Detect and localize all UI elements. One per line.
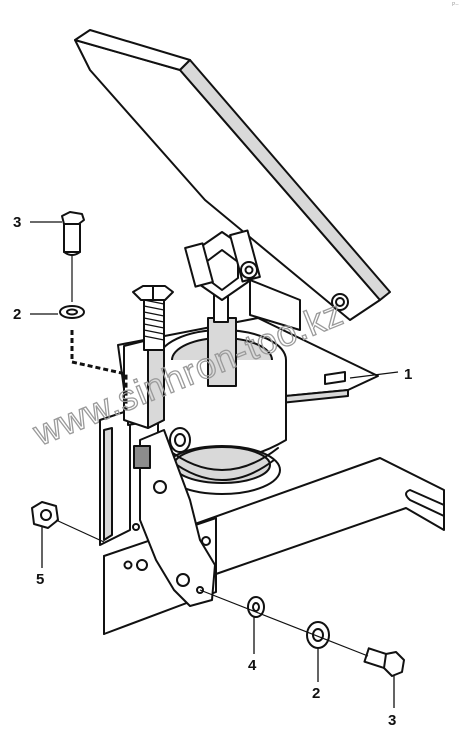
- axis-line-nut: [55, 519, 105, 543]
- callout-3-lower: 3: [388, 712, 396, 729]
- bolt-upper: [61, 211, 85, 256]
- pushrod: [184, 229, 261, 387]
- axis-line-lower: [199, 589, 369, 657]
- page-tag: P--: [452, 2, 459, 8]
- pivot-lever: [133, 427, 216, 607]
- callout-2-lower: 2: [312, 685, 320, 702]
- washer-lower: [306, 621, 330, 649]
- pedal: [74, 29, 391, 331]
- callout-4: 4: [248, 657, 257, 674]
- bolt-lower: [363, 647, 405, 677]
- adjuster-block: [123, 285, 174, 429]
- cylinder-assembly: [157, 329, 287, 495]
- leader-1: [349, 371, 399, 379]
- spring-washer: [247, 596, 265, 618]
- washer-upper: [59, 305, 85, 319]
- callout-5: 5: [36, 571, 44, 588]
- assembly-path-line: [70, 330, 128, 410]
- callout-3-upper: 3: [13, 214, 21, 231]
- callout-2-upper: 2: [13, 306, 21, 323]
- nut: [31, 501, 59, 529]
- callout-1: 1: [404, 366, 412, 383]
